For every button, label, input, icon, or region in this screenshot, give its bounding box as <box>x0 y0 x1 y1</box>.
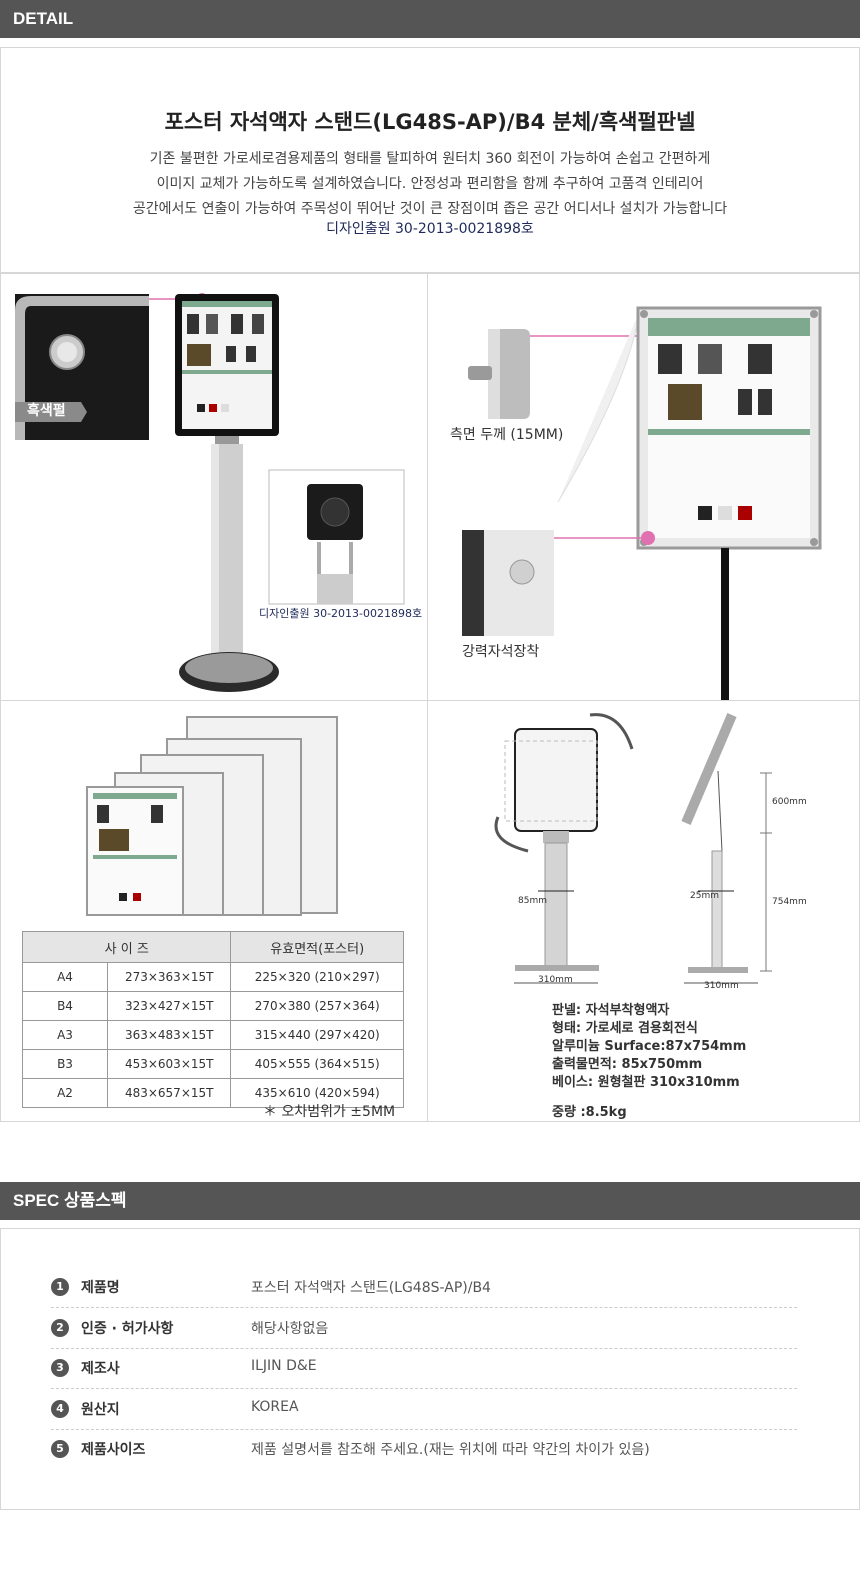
spec-line-1: 판넬: 자석부착형액자 <box>552 1003 670 1018</box>
spec-key: 제품사이즈 <box>81 1442 146 1458</box>
area-col-header: 유효면적(포스터) <box>230 931 404 963</box>
spec-row-product-name: 1 제품명 포스터 자석액자 스탠드(LG48S-AP)/B4 <box>51 1267 797 1308</box>
spec-value: KOREA <box>251 1399 299 1415</box>
spec-row-certification: 2 인증 · 허가사항 해당사항없음 <box>51 1308 797 1349</box>
spec-header: SPEC 상품스펙 <box>0 1182 860 1220</box>
detail-header: DETAIL <box>0 0 860 38</box>
spec-key: 원산지 <box>81 1402 120 1418</box>
effective-area: 435×610 (420×594) <box>230 1078 404 1108</box>
size-col-header: 사 이 즈 <box>21 931 232 963</box>
tolerance-note: ＊ 오차범위가 ±5MM <box>263 1104 396 1120</box>
effective-area: 270×380 (257×364) <box>230 991 404 1021</box>
strong-magnet-label: 강력자석장착 <box>462 644 540 660</box>
row-number: 5 <box>51 1440 69 1458</box>
size-code: B3 <box>22 1049 108 1079</box>
frame-size: 273×363×15T <box>106 962 232 992</box>
product-title: 포스터 자석액자 스탠드(LG48S-AP)/B4 분체/흑색펄판넬 <box>164 110 696 134</box>
frame-size: 453×603×15T <box>106 1049 232 1079</box>
desc-line-2: 이미지 교체가 가능하도록 설계하였습니다. 안정성과 편리함을 함께 추구하여… <box>156 176 704 192</box>
spec-line-4: 출력물면적: 85x750mm <box>552 1057 703 1072</box>
spec-line-3: 알루미늄 Surface:87x754mm <box>552 1039 747 1054</box>
size-code: B4 <box>22 991 108 1021</box>
size-code: A3 <box>22 1020 108 1050</box>
dim-310mm-side: 310mm <box>704 981 739 991</box>
size-panel: 사 이 즈 유효면적(포스터) A4 273×363×15T 225×320 (… <box>0 700 428 1122</box>
table-row: A2 483×657×15T 435×610 (420×594) <box>22 1078 404 1108</box>
effective-area: 405×555 (364×515) <box>230 1049 404 1079</box>
frame-size: 363×483×15T <box>106 1020 232 1050</box>
spec-key: 인증 · 허가사항 <box>81 1321 174 1337</box>
spec-line-2: 형태: 가로세로 겸용회전식 <box>552 1021 698 1036</box>
magnet-illustration <box>462 306 822 700</box>
size-code: A2 <box>22 1078 108 1108</box>
dim-85mm: 85mm <box>518 896 547 906</box>
effective-area: 225×320 (210×297) <box>230 962 404 992</box>
row-number: 4 <box>51 1400 69 1418</box>
dimension-panel: 85mm 25mm 310mm 310mm 600mm 754mm 판넬: 자석… <box>427 700 860 1122</box>
weight: 중량 :8.5kg <box>552 1105 627 1120</box>
spec-row-product-size: 5 제품사이즈 제품 설명서를 참조해 주세요.(재는 위치에 따라 약간의 차… <box>51 1429 797 1469</box>
table-row: A4 273×363×15T 225×320 (210×297) <box>22 962 404 992</box>
spec-row-origin: 4 원산지 KOREA <box>51 1389 797 1430</box>
dim-25mm: 25mm <box>690 891 719 901</box>
spec-key: 제품명 <box>81 1280 120 1296</box>
design-registration: 디자인출원 30-2013-0021898호 <box>326 221 534 237</box>
desc-line-1: 기존 불편한 가로세로겸용제품의 형태를 탈피하여 원터치 360 회전이 가능… <box>149 151 711 167</box>
frame-size: 323×427×15T <box>106 991 232 1021</box>
spec-value: 제품 설명서를 참조해 주세요.(재는 위치에 따라 약간의 차이가 있음) <box>251 1442 650 1458</box>
dim-600mm: 600mm <box>772 797 807 807</box>
badge-shape <box>15 402 87 422</box>
spec-value: 해당사항없음 <box>251 1321 329 1337</box>
spec-row-manufacturer: 3 제조사 ILJIN D&E <box>51 1348 797 1389</box>
spec-value: 포스터 자석액자 스탠드(LG48S-AP)/B4 <box>251 1280 491 1296</box>
row-number: 1 <box>51 1278 69 1296</box>
black-pearl-badge: 흑색펄 <box>27 403 66 419</box>
row-number: 2 <box>51 1319 69 1337</box>
side-thickness-label: 측면 두께 (15MM) <box>450 427 564 443</box>
spec-key: 제조사 <box>81 1361 120 1377</box>
size-frames-illustration <box>86 716 338 916</box>
dim-754mm: 754mm <box>772 897 807 907</box>
dimension-drawing <box>494 713 772 984</box>
intro-box: 포스터 자석액자 스탠드(LG48S-AP)/B4 분체/흑색펄판넬 기존 불편… <box>0 47 860 273</box>
photo-panel-magnet: 측면 두께 (15MM) 강력자석장착 <box>427 273 860 701</box>
stand-illustration <box>15 293 405 692</box>
table-row: B3 453×603×15T 405×555 (364×515) <box>22 1049 404 1079</box>
photo-panel-stand: 흑색펄 디자인출원 30-2013-0021898호 <box>0 273 428 701</box>
panel-design-registration: 디자인출원 30-2013-0021898호 <box>259 607 423 620</box>
spec-box: 1 제품명 포스터 자석액자 스탠드(LG48S-AP)/B4 2 인증 · 허… <box>0 1228 860 1510</box>
spec-line-5: 베이스: 원형철판 310x310mm <box>552 1075 740 1090</box>
spec-value: ILJIN D&E <box>251 1358 317 1374</box>
size-code: A4 <box>22 962 108 992</box>
table-row: A3 363×483×15T 315×440 (297×420) <box>22 1020 404 1050</box>
frame-size: 483×657×15T <box>106 1078 232 1108</box>
dim-310mm-front: 310mm <box>538 975 573 985</box>
size-table: 사 이 즈 유효면적(포스터) A4 273×363×15T 225×320 (… <box>21 931 404 1108</box>
row-number: 3 <box>51 1359 69 1377</box>
desc-line-3: 공간에서도 연출이 가능하여 주목성이 뛰어난 것이 큰 장점이며 좁은 공간 … <box>132 201 728 217</box>
table-row: B4 323×427×15T 270×380 (257×364) <box>22 991 404 1021</box>
effective-area: 315×440 (297×420) <box>230 1020 404 1050</box>
